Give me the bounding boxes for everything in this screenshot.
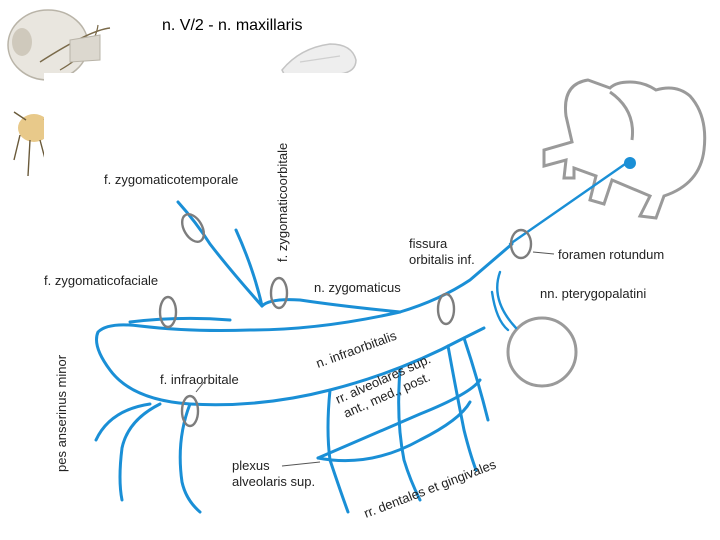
nerve-root-dot bbox=[624, 157, 636, 169]
label-infraorbitale: f. infraorbitale bbox=[160, 372, 239, 387]
foramen-rotundum-marker bbox=[509, 228, 533, 260]
alveolar-branch bbox=[397, 368, 422, 502]
brainstem-outline bbox=[542, 78, 707, 220]
alveolar-plexus bbox=[316, 400, 472, 463]
zygomatic-nerve bbox=[260, 298, 402, 314]
pes-anserinus-branch bbox=[94, 402, 152, 442]
pterygopalatine-ganglion bbox=[506, 316, 578, 388]
label-zygomaticus: n. zygomaticus bbox=[314, 280, 401, 295]
pterygopalatine-branch bbox=[496, 270, 518, 330]
leader-plexus bbox=[281, 461, 321, 467]
foramen-infraorbitale bbox=[180, 394, 200, 428]
foramen-zygomaticoorbitale bbox=[269, 276, 289, 310]
label-zygomaticofaciale: f. zygomaticofaciale bbox=[44, 273, 158, 288]
pes-anserinus-branch bbox=[178, 402, 202, 514]
leader-foramen-rotundum bbox=[532, 251, 555, 255]
diagram-title: n. V/2 - n. maxillaris bbox=[162, 17, 302, 34]
leader-infraorbitale bbox=[195, 381, 205, 393]
label-plexus-line1: plexus bbox=[232, 458, 270, 473]
label-pes-anserinus: pes anserinus minor bbox=[54, 354, 69, 472]
alveolar-branch bbox=[462, 336, 490, 422]
label-fissura-line2: orbitalis inf. bbox=[409, 252, 475, 267]
fissura-orbitalis-inferior bbox=[436, 292, 456, 326]
foramen-zygomaticotemporale bbox=[180, 213, 206, 243]
alveolar-plexus bbox=[316, 378, 482, 460]
label-fissura-line1: fissura bbox=[409, 236, 448, 251]
pterygopalatine-branch bbox=[490, 290, 510, 332]
pes-anserinus-branch bbox=[118, 402, 162, 502]
hand-thumbnail-icon bbox=[281, 43, 357, 75]
nerve-root bbox=[508, 160, 630, 246]
zygomaticoorbital-branch bbox=[234, 228, 264, 308]
label-zygomaticotemporale: f. zygomaticotemporale bbox=[104, 172, 238, 187]
label-dentales: rr. dentales et gingivales bbox=[362, 456, 499, 520]
diagram-panel bbox=[44, 73, 356, 533]
foramen-zygomaticofaciale bbox=[158, 295, 178, 329]
label-pterygopalatini: nn. pterygopalatini bbox=[540, 286, 646, 301]
maxillary-nerve-trunk bbox=[95, 242, 514, 407]
alveolar-branch bbox=[446, 344, 478, 472]
label-zygomaticoorbitale: f. zygomaticoorbitale bbox=[275, 143, 290, 262]
zygomaticofacial-branch bbox=[128, 316, 232, 324]
label-plexus-line2: alveolaris sup. bbox=[232, 474, 315, 489]
skull-thumbnail-icon bbox=[7, 9, 111, 81]
label-foramen-rotundum: foramen rotundum bbox=[558, 247, 664, 262]
